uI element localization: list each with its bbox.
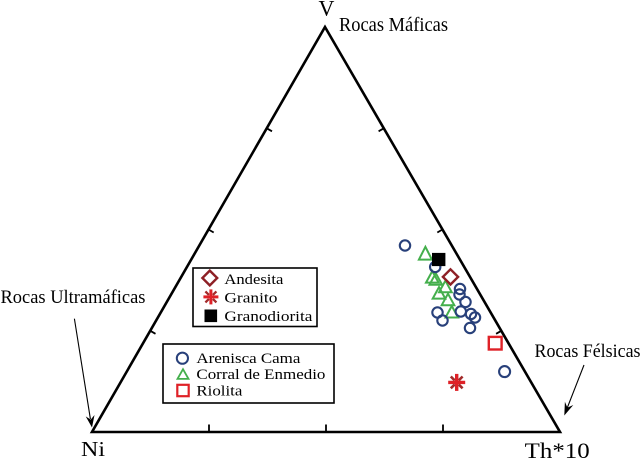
svg-text:Granito: Granito — [224, 290, 277, 306]
svg-text:Ni: Ni — [81, 437, 105, 460]
svg-text:Rocas Máficas: Rocas Máficas — [339, 14, 448, 36]
svg-text:Corral de Enmedio: Corral de Enmedio — [196, 367, 325, 383]
svg-text:Th*10: Th*10 — [525, 438, 590, 460]
svg-text:Riolita: Riolita — [196, 384, 242, 400]
svg-text:Arenisca Cama: Arenisca Cama — [196, 351, 300, 367]
svg-text:V: V — [319, 0, 335, 21]
svg-text:Rocas Félsicas: Rocas Félsicas — [535, 341, 641, 362]
svg-text:Granodiorita: Granodiorita — [224, 309, 312, 325]
svg-text:Rocas Ultramáficas: Rocas Ultramáficas — [1, 287, 146, 308]
svg-text:Andesita: Andesita — [224, 272, 283, 288]
